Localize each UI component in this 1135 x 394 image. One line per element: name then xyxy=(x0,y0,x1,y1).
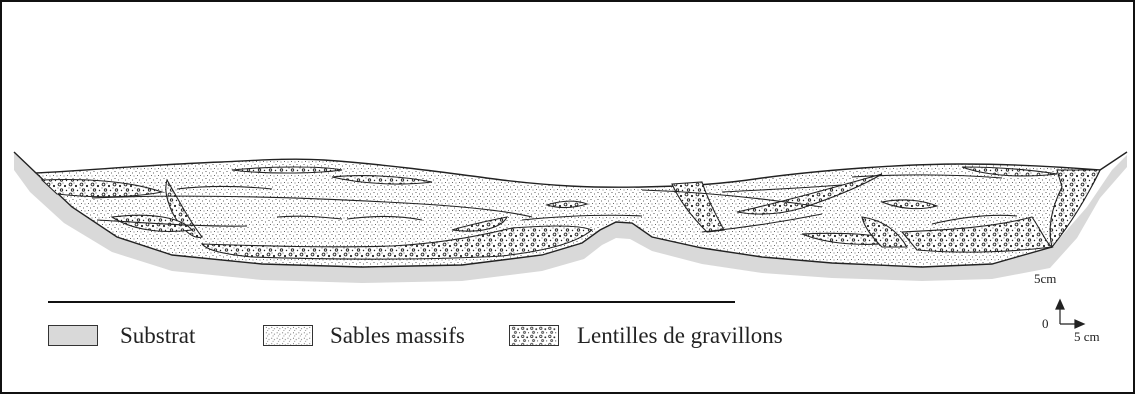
scale-bar xyxy=(1056,300,1084,328)
legend-label-massive-sand: Sables massifs xyxy=(330,324,465,347)
scale-label-origin: 0 xyxy=(1042,317,1049,330)
legend-label-gravel-lenses: Lentilles de gravillons xyxy=(577,324,783,347)
substrate-swatch xyxy=(48,325,98,346)
massive-sand-swatch xyxy=(263,325,313,346)
scale-horizontal-arrowhead xyxy=(1075,320,1084,328)
scale-vertical-arrowhead xyxy=(1056,300,1064,309)
scale-label-horizontal: 5 cm xyxy=(1074,330,1100,343)
scale-label-vertical: 5cm xyxy=(1034,272,1056,285)
legend-label-substrate: Substrat xyxy=(120,324,195,347)
gravel-lenses-swatch xyxy=(509,325,559,346)
